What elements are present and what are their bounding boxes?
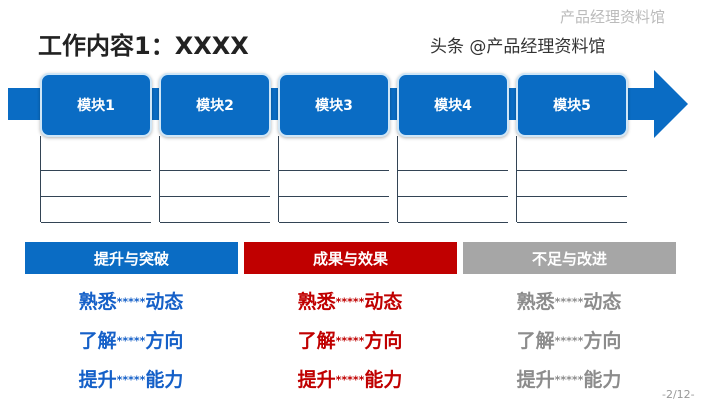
item-end: 能力	[583, 369, 622, 391]
module-box: 模块1	[40, 73, 152, 137]
item-stars: *****	[554, 334, 584, 348]
item-stars: *****	[116, 295, 146, 309]
list-item: 熟悉*****动态	[463, 288, 675, 327]
module-box: 模块5	[516, 73, 628, 137]
module-label: 模块1	[77, 98, 115, 114]
item-start: 熟悉	[297, 291, 336, 313]
item-start: 熟悉	[516, 291, 555, 313]
item-end: 方向	[364, 330, 403, 352]
item-end: 方向	[145, 330, 184, 352]
item-end: 动态	[364, 291, 403, 313]
module-label: 模块3	[315, 98, 353, 114]
module-lines	[516, 136, 627, 223]
section-header: 提升与突破	[25, 242, 238, 274]
item-end: 动态	[145, 291, 184, 313]
item-end: 能力	[145, 369, 184, 391]
item-start: 提升	[297, 369, 336, 391]
module-lines	[159, 136, 270, 223]
module-lines	[40, 136, 151, 223]
list-item: 了解*****方向	[244, 327, 456, 366]
section-header: 成果与效果	[244, 242, 457, 274]
item-stars: *****	[116, 373, 146, 387]
watermark-main: 头条 @产品经理资料馆	[430, 37, 606, 57]
module-lines	[278, 136, 389, 223]
section-items: 熟悉*****动态了解*****方向提升*****能力	[244, 288, 456, 405]
section-items: 熟悉*****动态了解*****方向提升*****能力	[463, 288, 675, 405]
list-item: 熟悉*****动态	[25, 288, 237, 327]
section-header: 不足与改进	[463, 242, 676, 274]
item-end: 方向	[583, 330, 622, 352]
module-box: 模块4	[397, 73, 509, 137]
page-number: -2/12-	[662, 388, 695, 401]
section-items: 熟悉*****动态了解*****方向提升*****能力	[25, 288, 237, 405]
item-start: 了解	[516, 330, 555, 352]
module-box: 模块3	[278, 73, 390, 137]
item-start: 熟悉	[78, 291, 117, 313]
item-stars: *****	[335, 373, 365, 387]
module-label: 模块4	[434, 98, 472, 114]
list-item: 了解*****方向	[25, 327, 237, 366]
list-item: 提升*****能力	[25, 366, 237, 405]
module-label: 模块5	[553, 98, 591, 114]
process-arrow-head	[654, 70, 688, 138]
item-end: 动态	[583, 291, 622, 313]
list-item: 提升*****能力	[244, 366, 456, 405]
module-lines	[397, 136, 508, 223]
list-item: 提升*****能力	[463, 366, 675, 405]
item-stars: *****	[335, 295, 365, 309]
item-start: 提升	[516, 369, 555, 391]
section-label: 不足与改进	[531, 249, 607, 268]
item-stars: *****	[335, 334, 365, 348]
item-end: 能力	[364, 369, 403, 391]
module-label: 模块2	[196, 98, 234, 114]
item-stars: *****	[554, 373, 584, 387]
item-start: 提升	[78, 369, 117, 391]
item-stars: *****	[116, 334, 146, 348]
item-start: 了解	[297, 330, 336, 352]
section-label: 提升与突破	[93, 249, 169, 268]
item-start: 了解	[78, 330, 117, 352]
slide-title: 工作内容1：XXXX	[38, 32, 249, 60]
section-label: 成果与效果	[312, 249, 388, 268]
watermark-faint: 产品经理资料馆	[560, 8, 666, 26]
module-box: 模块2	[159, 73, 271, 137]
list-item: 了解*****方向	[463, 327, 675, 366]
list-item: 熟悉*****动态	[244, 288, 456, 327]
item-stars: *****	[554, 295, 584, 309]
